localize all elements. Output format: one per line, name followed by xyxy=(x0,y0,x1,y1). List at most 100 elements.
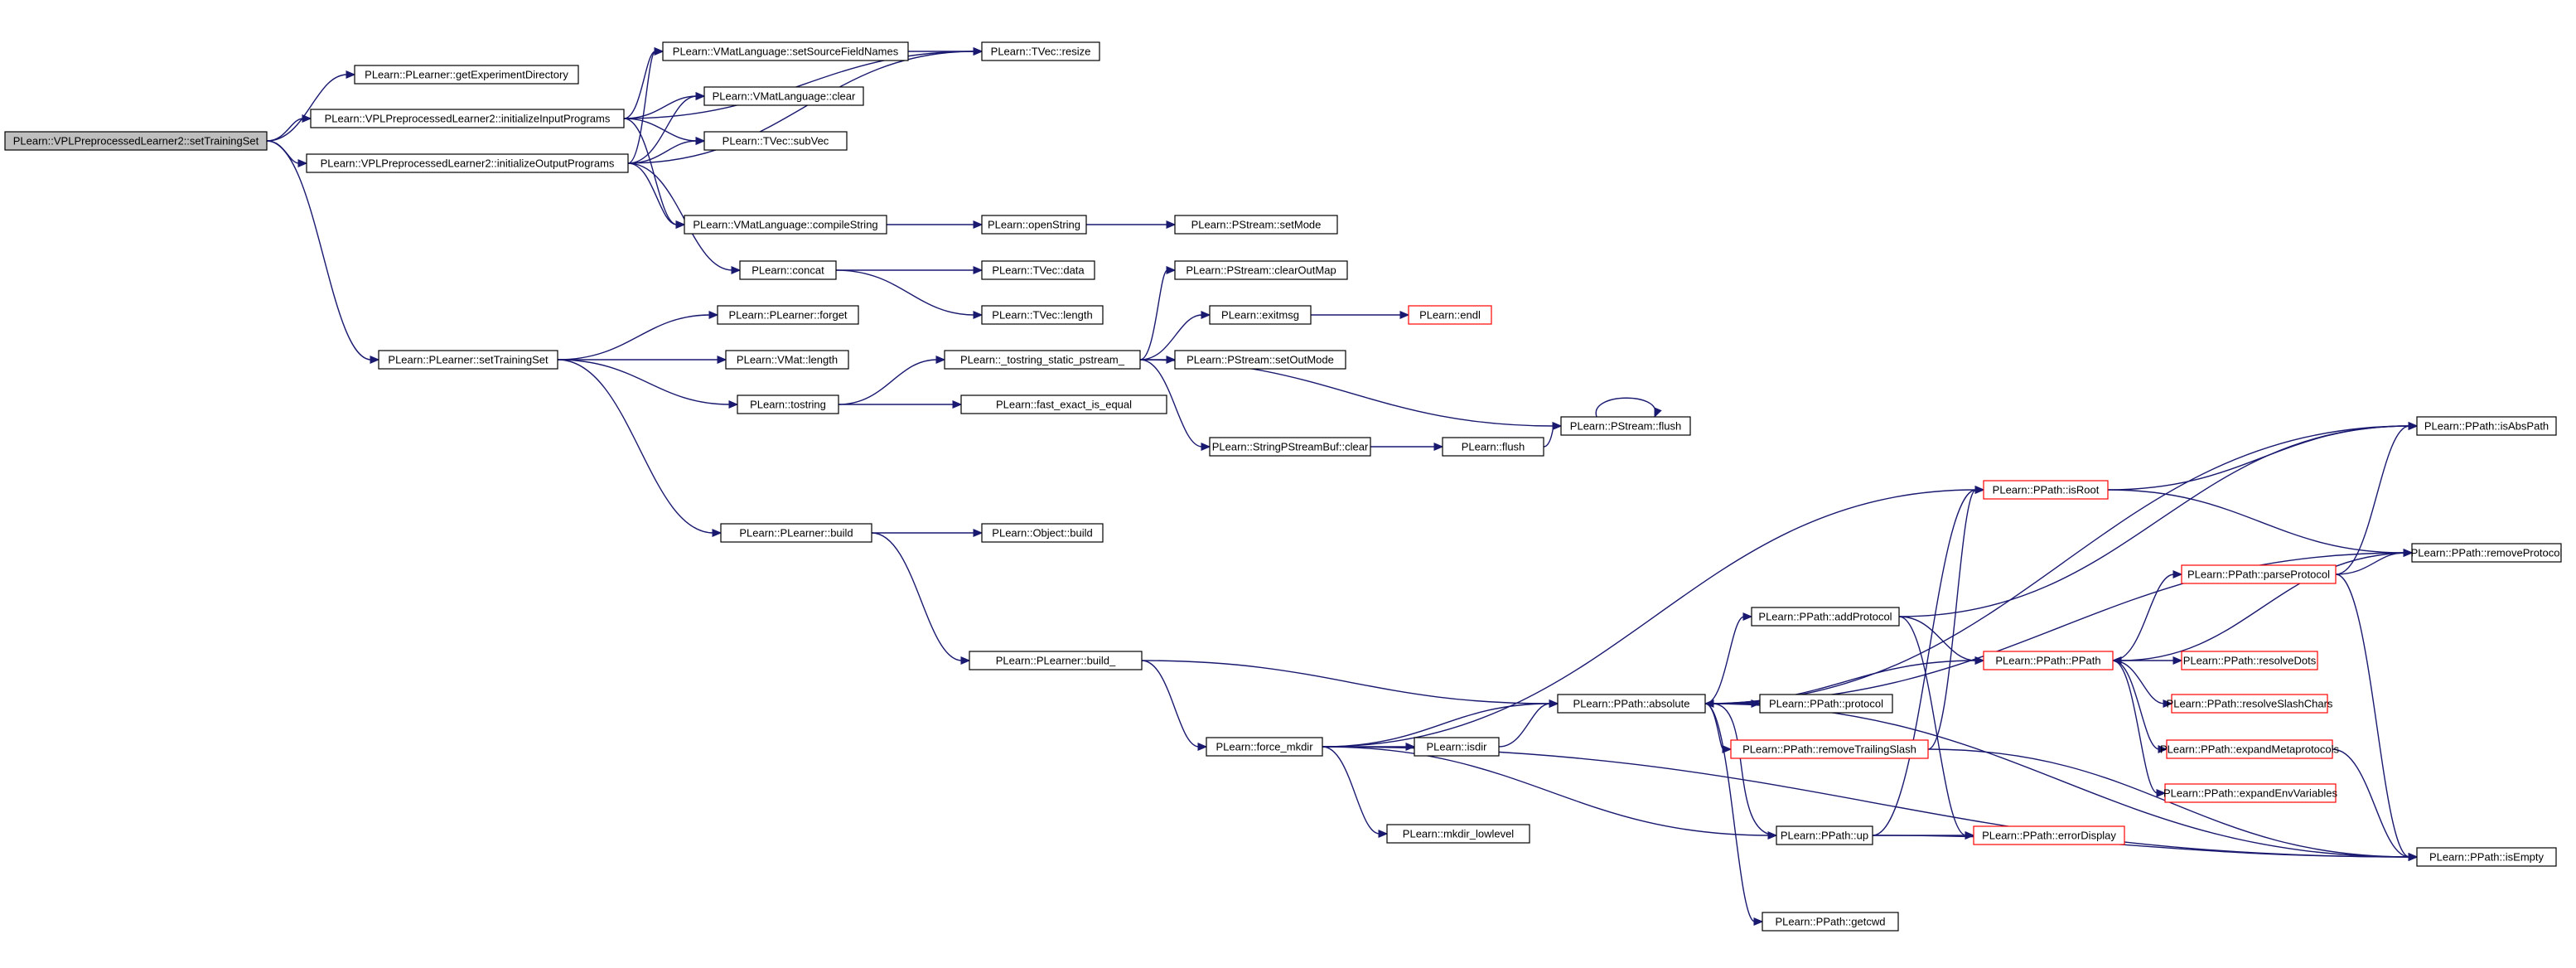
node-n37[interactable]: PLearn::PPath::up xyxy=(1776,825,1873,845)
node-n0[interactable]: PLearn::VPLPreprocessedLearner2::setTrai… xyxy=(4,131,268,151)
node-n34[interactable]: PLearn::PPath::addProtocol xyxy=(1751,607,1900,627)
node-label: PLearn::VPLPreprocessedLearner2::initial… xyxy=(321,157,615,170)
node-n1[interactable]: PLearn::PLearner::getExperimentDirectory xyxy=(354,65,579,85)
call-edge xyxy=(1898,616,1985,665)
node-n3[interactable]: PLearn::VPLPreprocessedLearner2::initial… xyxy=(306,153,629,173)
node-n41[interactable]: PLearn::PPath::errorDisplay xyxy=(1973,825,2125,845)
node-n9[interactable]: PLearn::openString xyxy=(981,215,1087,235)
call-edge xyxy=(627,47,665,164)
call-edge xyxy=(908,47,984,56)
node-n40[interactable]: PLearn::PPath::PPath xyxy=(1983,651,2114,670)
node-n12[interactable]: PLearn::TVec::data xyxy=(981,260,1095,280)
node-n7[interactable]: PLearn::TVec::subVec xyxy=(703,131,848,151)
call-edge xyxy=(2332,748,2419,861)
node-n6[interactable]: PLearn::VMatLanguage::clear xyxy=(703,86,864,106)
node-n42[interactable]: PLearn::PPath::parseProtocol xyxy=(2181,564,2337,584)
node-n2[interactable]: PLearn::VPLPreprocessedLearner2::initial… xyxy=(310,109,625,128)
node-n17[interactable]: PLearn::PLearner::setTrainingSet xyxy=(378,350,558,370)
node-label: PLearn::TVec::subVec xyxy=(723,135,829,148)
node-n49[interactable]: PLearn::PPath::isEmpty xyxy=(2416,847,2557,867)
call-edge xyxy=(1139,266,1177,361)
node-n39[interactable]: PLearn::PPath::isRoot xyxy=(1983,480,2109,500)
node-n23[interactable]: PLearn::fast_exact_is_equal xyxy=(960,394,1167,414)
node-n26[interactable]: PLearn::PStream::flush xyxy=(1560,416,1691,436)
node-label: PLearn::TVec::resize xyxy=(991,46,1091,58)
node-n10[interactable]: PLearn::PStream::setMode xyxy=(1174,215,1338,235)
node-label: PLearn::PStream::flush xyxy=(1570,420,1681,433)
node-n31[interactable]: PLearn::PPath::absolute xyxy=(1557,694,1706,714)
call-edge xyxy=(2111,552,2413,665)
node-n18[interactable]: PLearn::PLearner::forget xyxy=(717,305,859,325)
call-edge xyxy=(1141,660,1208,751)
node-label: PLearn::PPath::isRoot xyxy=(1993,484,2100,496)
node-n43[interactable]: PLearn::PPath::resolveDots xyxy=(2181,651,2318,670)
node-n46[interactable]: PLearn::PPath::expandEnvVariables xyxy=(2163,783,2338,803)
call-edge xyxy=(266,114,312,142)
node-n8[interactable]: PLearn::VMatLanguage::compileString xyxy=(684,215,887,235)
node-label: PLearn::PPath::isAbsPath xyxy=(2424,420,2549,433)
node-label: PLearn::PLearner::build_ xyxy=(996,655,1116,667)
node-n14[interactable]: PLearn::PStream::clearOutMap xyxy=(1174,260,1348,280)
node-n38[interactable]: PLearn::PPath::getcwd xyxy=(1762,912,1899,932)
node-n20[interactable]: PLearn::tostring xyxy=(737,394,839,414)
node-n16[interactable]: PLearn::endl xyxy=(1408,305,1492,325)
node-label: PLearn::VMat::length xyxy=(737,354,838,366)
node-n33[interactable]: PLearn::mkdir_lowlevel xyxy=(1386,824,1530,844)
node-n35[interactable]: PLearn::PPath::protocol xyxy=(1759,694,1893,714)
node-label: PLearn::TVec::data xyxy=(992,264,1085,277)
node-n27[interactable]: PLearn::PLearner::build xyxy=(720,523,872,543)
node-n5[interactable]: PLearn::TVec::resize xyxy=(981,41,1100,61)
call-edge xyxy=(1704,703,1764,926)
node-label: PLearn::PPath::removeTrailingSlash xyxy=(1742,743,1916,756)
node-label: PLearn::PPath::isEmpty xyxy=(2429,851,2545,864)
node-label: PLearn::PPath::parseProtocol xyxy=(2187,569,2330,581)
node-n30[interactable]: PLearn::force_mkdir xyxy=(1206,737,1323,757)
node-n36[interactable]: PLearn::PPath::removeTrailingSlash xyxy=(1730,739,1929,759)
call-edge xyxy=(627,162,686,229)
call-edge xyxy=(1872,835,2419,861)
call-edge xyxy=(623,118,686,229)
node-n29[interactable]: PLearn::PLearner::build_ xyxy=(969,651,1143,670)
node-n21[interactable]: PLearn::_tostring_static_pstream_ xyxy=(944,350,1141,370)
node-n44[interactable]: PLearn::PPath::resolveSlashChars xyxy=(2167,694,2333,714)
call-edge xyxy=(1139,311,1211,361)
call-edge xyxy=(1927,486,1985,750)
node-n4[interactable]: PLearn::VMatLanguage::setSourceFieldName… xyxy=(662,41,909,61)
call-edge xyxy=(838,356,946,405)
node-label: PLearn::PStream::setOutMode xyxy=(1187,354,1334,366)
node-label: PLearn::PPath::expandMetaprotocols xyxy=(2160,743,2340,756)
call-edge xyxy=(558,356,727,364)
call-edge xyxy=(1139,359,1211,451)
node-label: PLearn::PPath::resolveSlashChars xyxy=(2167,698,2333,710)
node-n48[interactable]: PLearn::PPath::removeProtocol xyxy=(2411,543,2563,563)
node-n32[interactable]: PLearn::isdir xyxy=(1414,737,1500,757)
node-label: PLearn::PPath::addProtocol xyxy=(1758,611,1892,623)
node-label: PLearn::PPath::up xyxy=(1781,830,1868,842)
node-n19[interactable]: PLearn::VMat::length xyxy=(725,350,849,370)
node-n13[interactable]: PLearn::TVec::length xyxy=(981,305,1104,325)
call-edge xyxy=(627,92,706,164)
call-edge xyxy=(2335,422,2419,575)
node-label: PLearn::PPath::removeProtocol xyxy=(2411,547,2563,559)
node-label: PLearn::VMatLanguage::clear xyxy=(713,90,856,103)
node-n25[interactable]: PLearn::flush xyxy=(1442,437,1544,457)
node-n11[interactable]: PLearn::concat xyxy=(739,260,837,280)
node-label: PLearn::PPath::PPath xyxy=(1995,655,2100,667)
node-label: PLearn::endl xyxy=(1419,309,1481,322)
node-n45[interactable]: PLearn::PPath::expandMetaprotocols xyxy=(2160,739,2340,759)
node-n28[interactable]: PLearn::Object::build xyxy=(981,523,1104,543)
node-n47[interactable]: PLearn::PPath::isAbsPath xyxy=(2416,416,2557,436)
node-n24[interactable]: PLearn::StringPStreamBuf::clear xyxy=(1209,437,1371,457)
node-label: PLearn::isdir xyxy=(1427,741,1488,753)
call-edge xyxy=(2335,574,2419,861)
call-edge xyxy=(623,47,665,119)
call-edge xyxy=(1498,699,1559,748)
node-n22[interactable]: PLearn::PStream::setOutMode xyxy=(1174,350,1346,370)
node-label: PLearn::force_mkdir xyxy=(1216,741,1313,753)
node-label: PLearn::PLearner::getExperimentDirectory xyxy=(365,69,568,81)
node-n15[interactable]: PLearn::exitmsg xyxy=(1209,305,1312,325)
node-label: PLearn::openString xyxy=(988,219,1080,231)
call-edge xyxy=(557,311,719,361)
call-edge xyxy=(839,400,963,409)
call-edge xyxy=(1898,616,1975,840)
